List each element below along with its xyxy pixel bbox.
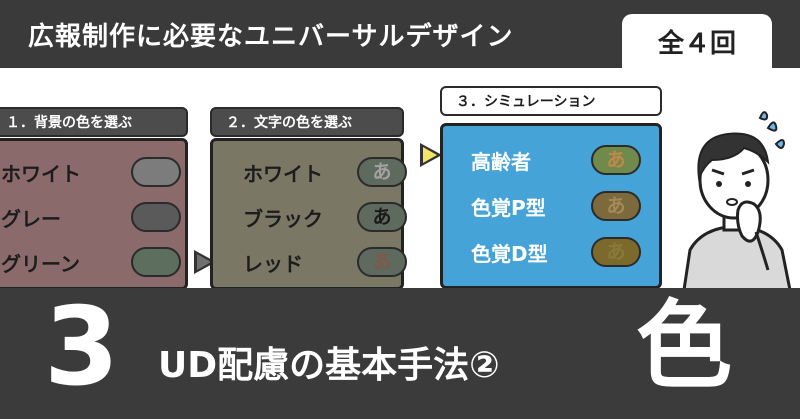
list-item: ホワイト あ bbox=[243, 155, 407, 189]
option-label: 色覚D型 bbox=[471, 241, 548, 266]
color-swatch: あ bbox=[591, 191, 641, 221]
chapter-number: 3 bbox=[44, 285, 120, 410]
color-swatch bbox=[131, 157, 181, 187]
chapter-subtitle: UD配慮の基本手法② bbox=[158, 345, 500, 386]
arrow-right-icon-fill bbox=[423, 147, 437, 163]
arrow-right-icon-fill bbox=[197, 254, 211, 270]
step-3-panel: 高齢者 あ 色覚P型 あ 色覚D型 あ bbox=[440, 123, 662, 289]
list-item: グリーン bbox=[1, 245, 181, 279]
option-label: 高齢者 bbox=[471, 149, 531, 174]
option-label: レッド bbox=[243, 251, 303, 276]
color-swatch: あ bbox=[591, 145, 641, 175]
list-item: ブラック あ bbox=[243, 200, 407, 234]
option-label: ブラック bbox=[243, 206, 323, 231]
step-2-label: ２．文字の色を選ぶ bbox=[210, 107, 404, 137]
option-label: 色覚P型 bbox=[471, 195, 546, 220]
list-item: 色覚P型 あ bbox=[471, 189, 661, 223]
list-item: 色覚D型 あ bbox=[471, 235, 661, 269]
option-label: ホワイト bbox=[1, 161, 81, 186]
worried-person-illustration bbox=[682, 111, 792, 290]
sweat-drops-icon bbox=[758, 111, 786, 149]
list-item: グレー bbox=[1, 200, 181, 234]
topic-character: 色 bbox=[636, 290, 732, 402]
list-item: レッド あ bbox=[243, 245, 407, 279]
step-1-panel: ホワイト グレー グリーン bbox=[0, 138, 188, 290]
series-count-badge: 全４回 bbox=[622, 14, 772, 68]
color-swatch bbox=[131, 247, 181, 277]
step-2-panel: ホワイト あ ブラック あ レッド あ bbox=[210, 138, 407, 290]
option-label: グリーン bbox=[1, 251, 80, 276]
list-item: ホワイト bbox=[1, 155, 181, 189]
list-item: 高齢者 あ bbox=[471, 143, 661, 177]
step-1-label: １．背景の色を選ぶ bbox=[0, 107, 188, 137]
color-swatch: あ bbox=[591, 237, 641, 267]
color-swatch bbox=[131, 202, 181, 232]
color-swatch: あ bbox=[357, 247, 407, 277]
series-title: 広報制作に必要なユニバーサルデザイン bbox=[28, 22, 514, 52]
step-3-label: ３．シミュレーション bbox=[440, 86, 662, 116]
option-label: ホワイト bbox=[243, 161, 323, 186]
option-label: グレー bbox=[1, 206, 61, 231]
footer-bar bbox=[0, 288, 800, 419]
color-swatch: あ bbox=[357, 157, 407, 187]
color-swatch: あ bbox=[357, 202, 407, 232]
